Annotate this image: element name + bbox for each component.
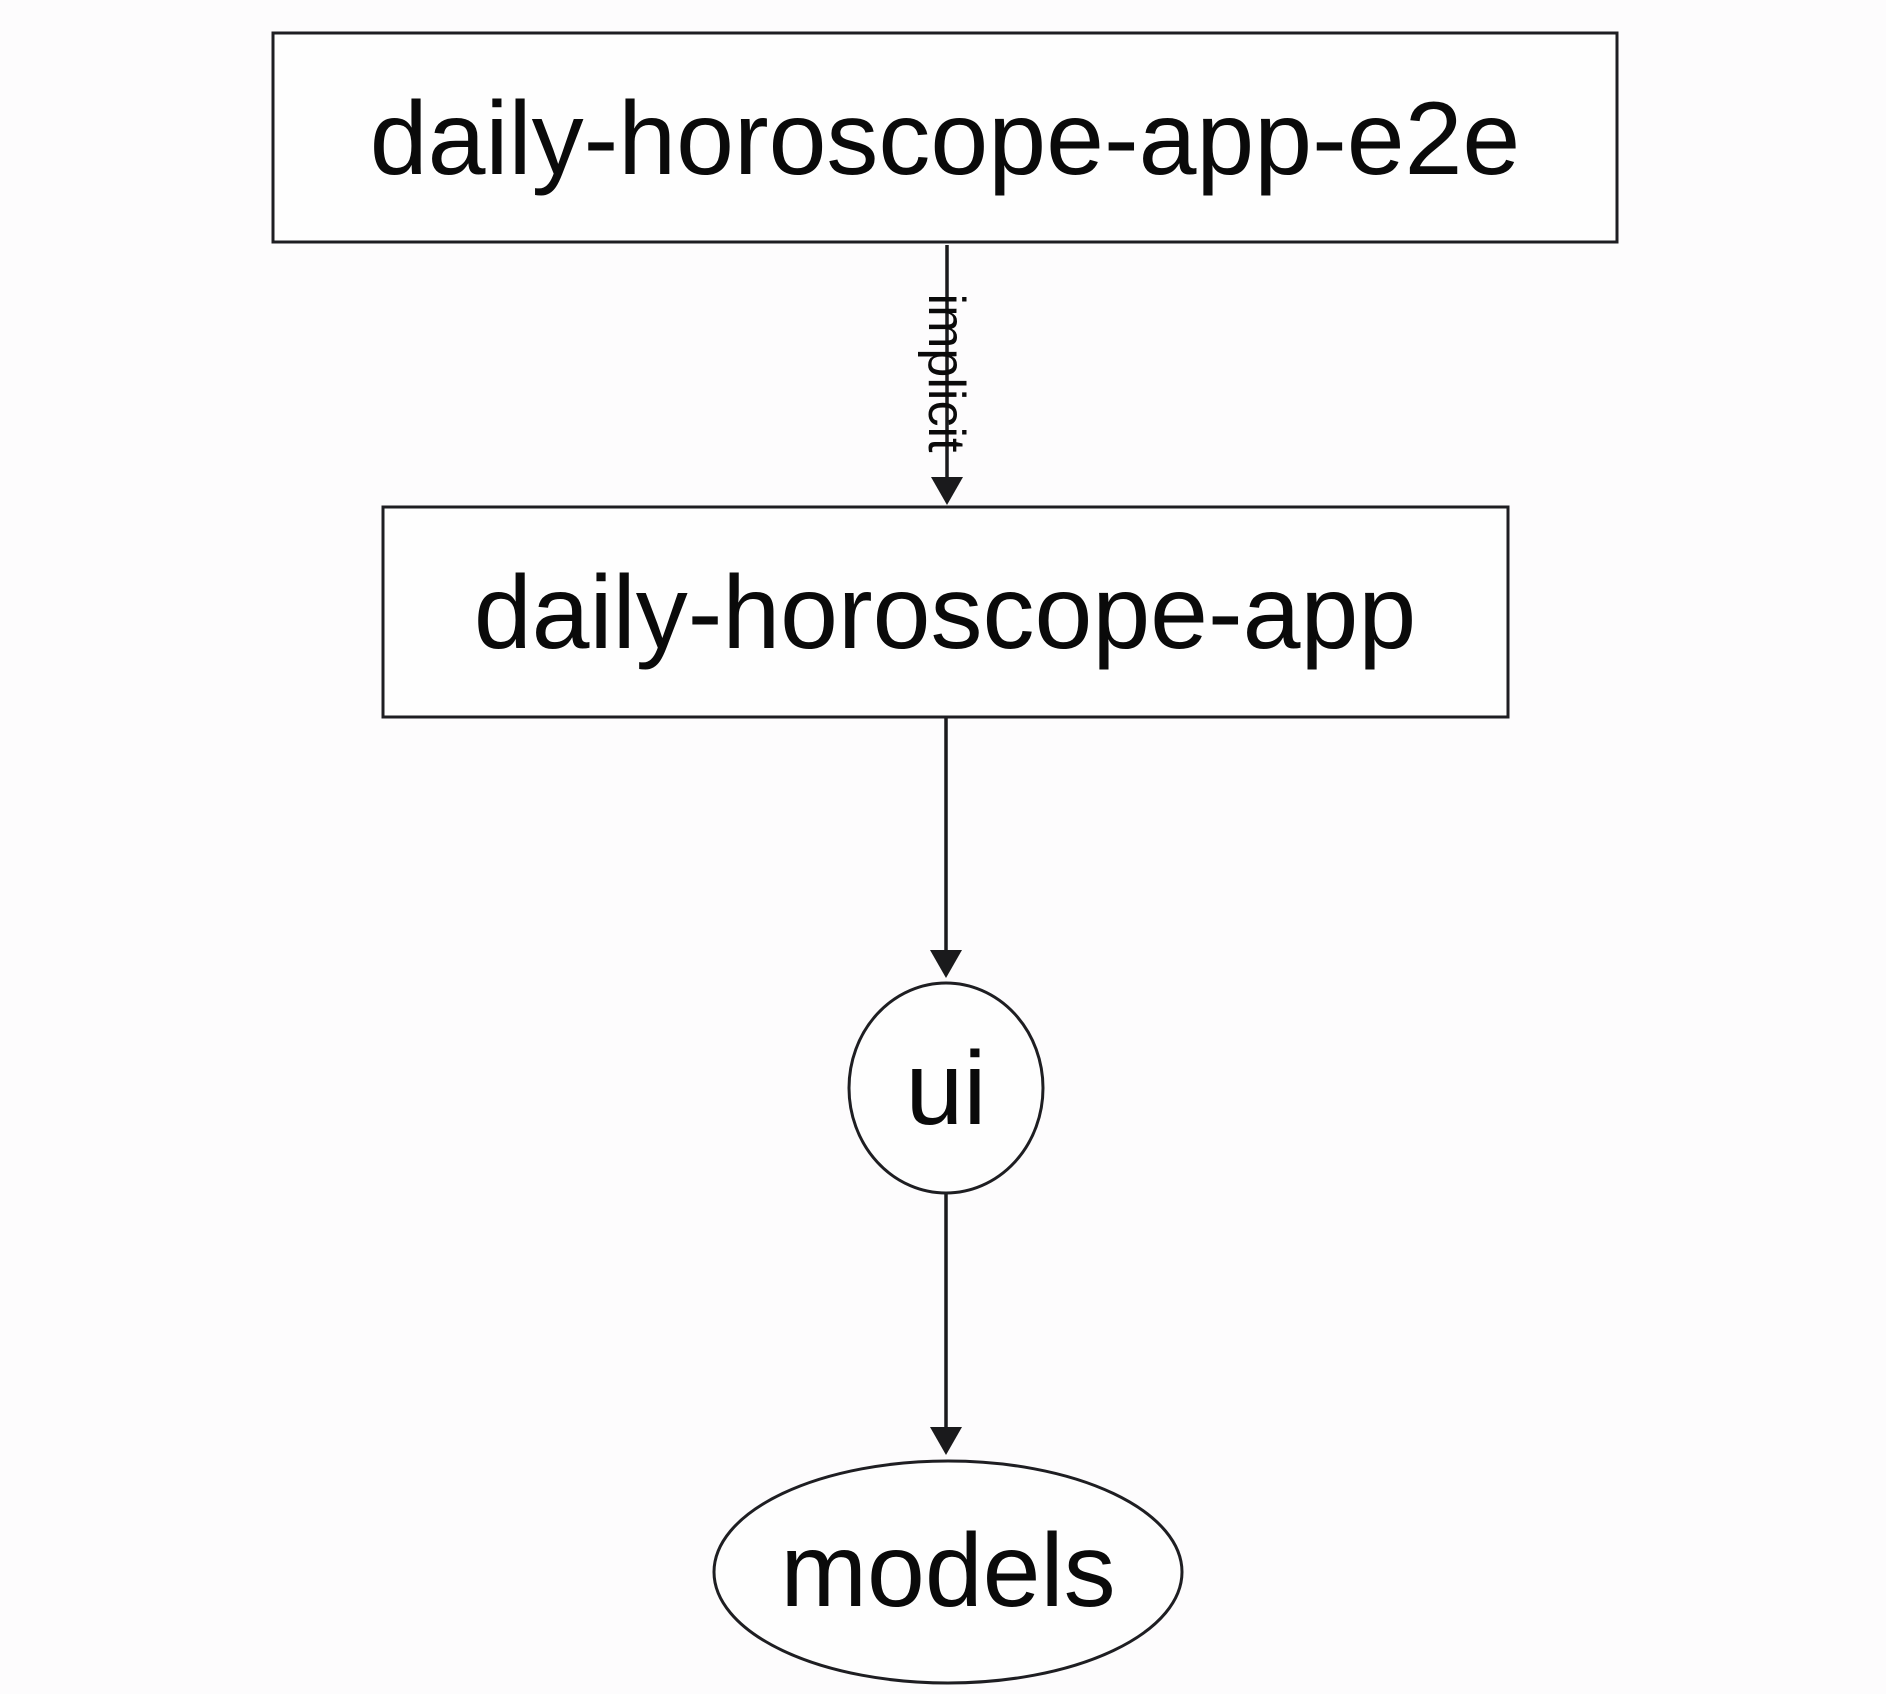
arrowhead-icon xyxy=(930,950,962,978)
node-ui[interactable]: ui xyxy=(847,981,1045,1195)
edge-label-implicit: implicit xyxy=(917,294,975,453)
node-box[interactable] xyxy=(271,31,1619,244)
node-label: models xyxy=(780,1513,1115,1629)
node-ellipse[interactable] xyxy=(712,1459,1184,1685)
edge-ui-to-models xyxy=(930,1193,962,1455)
edge-e2e-to-app: implicit xyxy=(917,245,975,505)
edge-app-to-ui xyxy=(930,717,962,978)
node-daily-horoscope-app[interactable]: daily-horoscope-app xyxy=(381,505,1510,719)
arrowhead-icon xyxy=(930,1427,962,1455)
node-label: ui xyxy=(906,1031,987,1147)
node-models[interactable]: models xyxy=(712,1459,1184,1685)
node-label: daily-horoscope-app xyxy=(474,555,1416,671)
node-label: daily-horoscope-app-e2e xyxy=(370,81,1521,197)
arrowhead-icon xyxy=(931,477,963,505)
node-daily-horoscope-app-e2e[interactable]: daily-horoscope-app-e2e xyxy=(271,31,1619,244)
node-box[interactable] xyxy=(381,505,1510,719)
node-ellipse[interactable] xyxy=(847,981,1045,1195)
